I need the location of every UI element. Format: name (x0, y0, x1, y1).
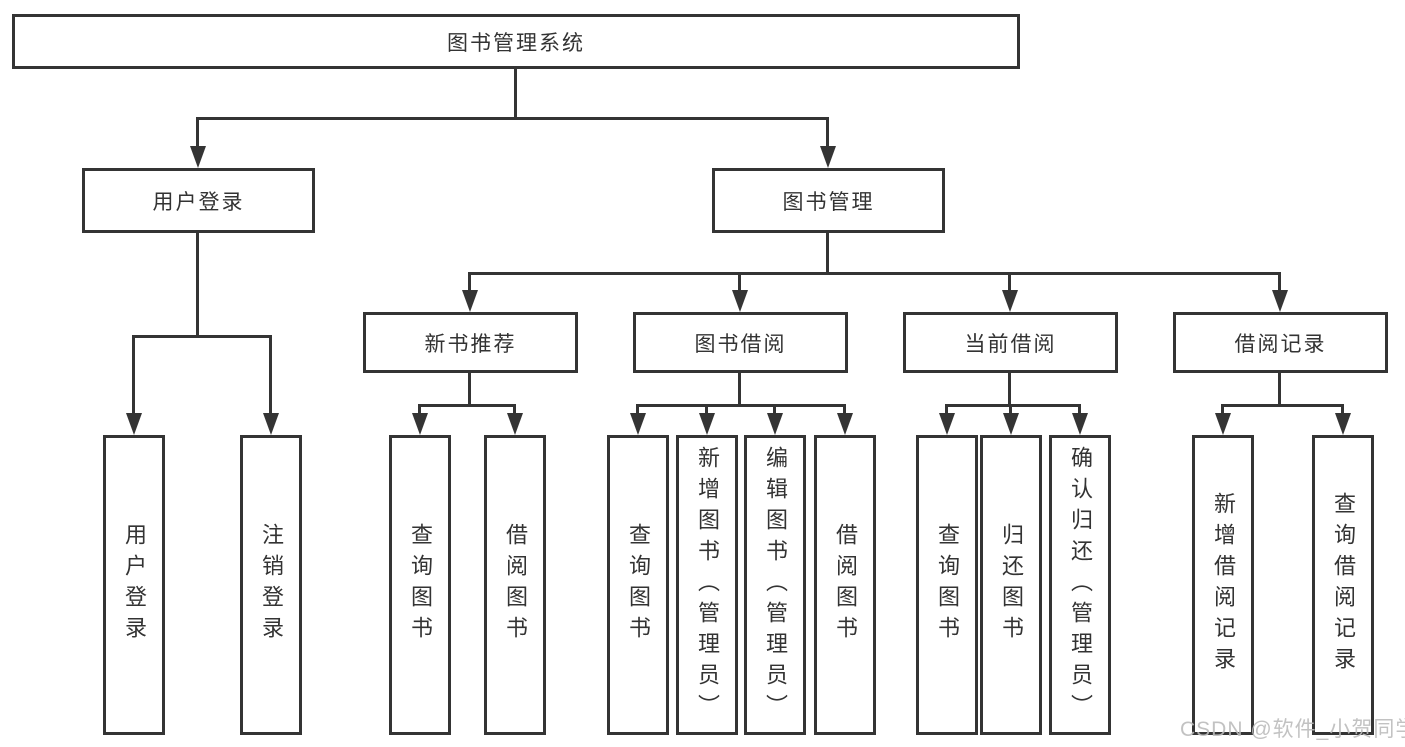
connector-book-mgmt-down (826, 232, 829, 272)
mid-label: 新书推荐 (424, 332, 517, 356)
arrow-down-icon (837, 413, 853, 435)
connector-stem-leaf (945, 404, 948, 413)
connector-stem-leaf (1221, 404, 1224, 413)
leaf-label: 归还图书 (999, 523, 1024, 647)
mid-box-borrow-records: 借阅记录 (1173, 312, 1388, 373)
mid-box-current-borrow: 当前借阅 (903, 312, 1118, 373)
connector-group-rail (945, 404, 1081, 407)
connector-stem-mid (1008, 272, 1011, 290)
arrow-down-icon (732, 290, 748, 312)
leaf-label: 借阅图书 (503, 523, 528, 647)
leaf-box-borrow-books: 借阅图书 (484, 435, 546, 735)
connector-user-login-rail (132, 335, 272, 338)
connector-group-down (738, 372, 741, 404)
branch-box-book-mgmt: 图书管理 (712, 168, 945, 233)
connector-stem-leaf (1078, 404, 1081, 413)
connector-stem-leaf (1341, 404, 1344, 413)
connector-stem-leaf (269, 335, 272, 413)
connector-stem-book-mgmt (826, 117, 829, 146)
leaf-label: 借阅图书 (833, 523, 858, 647)
leaf-box-edit-book-admin: 编辑图书（管理员） (744, 435, 806, 735)
mid-label: 图书借阅 (694, 332, 787, 356)
branch-box-user-login: 用户登录 (82, 168, 315, 233)
mid-label: 借阅记录 (1234, 332, 1327, 356)
arrow-down-icon (1215, 413, 1231, 435)
arrow-down-icon (767, 413, 783, 435)
leaf-label: 查询借阅记录 (1331, 492, 1356, 678)
leaf-box-query-books: 查询图书 (607, 435, 669, 735)
leaf-label: 新增图书（管理员） (695, 445, 720, 725)
arrow-down-icon (462, 290, 478, 312)
arrow-down-icon (1002, 290, 1018, 312)
leaf-label: 查询图书 (626, 523, 651, 647)
arrow-down-icon (263, 413, 279, 435)
connector-level2-rail (196, 117, 829, 120)
arrow-down-icon (939, 413, 955, 435)
connector-stem-leaf (843, 404, 846, 413)
leaf-box-logout: 注销登录 (240, 435, 302, 735)
connector-user-login-down (196, 232, 199, 335)
connector-group-down (468, 372, 471, 404)
mid-label: 当前借阅 (964, 332, 1057, 356)
leaf-box-query-books: 查询图书 (916, 435, 978, 735)
leaf-label: 注销登录 (259, 523, 284, 647)
arrow-down-icon (1072, 413, 1088, 435)
connector-root-stem (514, 68, 517, 117)
arrow-down-icon (1003, 413, 1019, 435)
connector-group-down (1008, 372, 1011, 404)
mid-box-book-borrow: 图书借阅 (633, 312, 848, 373)
leaf-label: 编辑图书（管理员） (763, 445, 788, 725)
leaf-label: 确认归还（管理员） (1068, 445, 1093, 725)
connector-stem-mid (1278, 272, 1281, 290)
arrow-down-icon (820, 146, 836, 168)
connector-stem-mid (738, 272, 741, 290)
arrow-down-icon (630, 413, 646, 435)
connector-stem-leaf (132, 335, 135, 413)
root-box-library-system: 图书管理系统 (12, 14, 1020, 69)
connector-stem-leaf (773, 404, 776, 413)
connector-stem-leaf (1009, 404, 1012, 413)
connector-stem-leaf (705, 404, 708, 413)
connector-stem-leaf (636, 404, 639, 413)
root-label: 图书管理系统 (447, 31, 585, 55)
leaf-label: 查询图书 (935, 523, 960, 647)
leaf-box-query-books: 查询图书 (389, 435, 451, 735)
arrow-down-icon (1335, 413, 1351, 435)
arrow-down-icon (507, 413, 523, 435)
arrow-down-icon (190, 146, 206, 168)
leaf-box-confirm-return-admin: 确认归还（管理员） (1049, 435, 1111, 735)
connector-group-rail (1221, 404, 1344, 407)
connector-group-down (1278, 372, 1281, 404)
connector-group-rail (418, 404, 516, 407)
leaf-box-add-book-admin: 新增图书（管理员） (676, 435, 738, 735)
connector-group-rail (636, 404, 846, 407)
arrow-down-icon (1272, 290, 1288, 312)
leaf-box-add-borrow-record: 新增借阅记录 (1192, 435, 1254, 735)
leaf-box-user-login: 用户登录 (103, 435, 165, 735)
arrow-down-icon (699, 413, 715, 435)
connector-stem-leaf (418, 404, 421, 413)
leaf-box-query-borrow-record: 查询借阅记录 (1312, 435, 1374, 735)
mid-box-new-book-recommend: 新书推荐 (363, 312, 578, 373)
arrow-down-icon (126, 413, 142, 435)
leaf-box-return-books: 归还图书 (980, 435, 1042, 735)
watermark-text: CSDN @软件_小贺同学 (1180, 718, 1405, 741)
leaf-label: 用户登录 (122, 523, 147, 647)
branch-label-book-mgmt: 图书管理 (782, 190, 875, 214)
connector-stem-mid (468, 272, 471, 290)
leaf-box-borrow-books: 借阅图书 (814, 435, 876, 735)
branch-label-user-login: 用户登录 (152, 190, 245, 214)
leaf-label: 新增借阅记录 (1211, 492, 1236, 678)
arrow-down-icon (412, 413, 428, 435)
connector-level3-rail (468, 272, 1281, 275)
connector-stem-leaf (513, 404, 516, 413)
connector-stem-user-login (196, 117, 199, 146)
leaf-label: 查询图书 (408, 523, 433, 647)
